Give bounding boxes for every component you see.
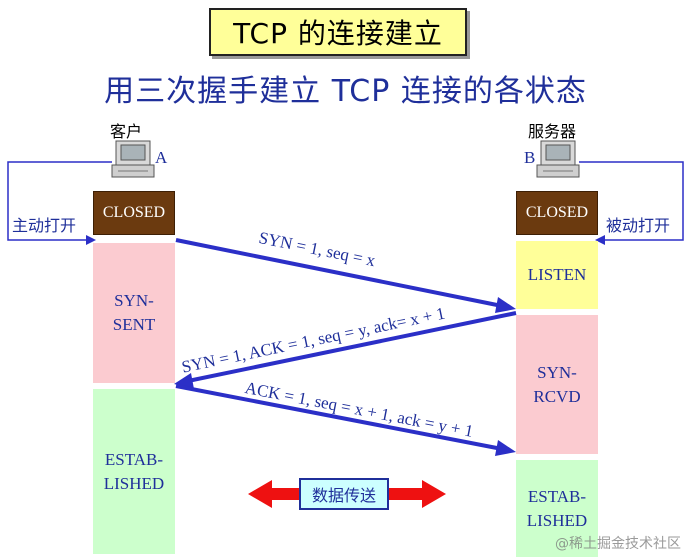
client-active-open-label: 主动打开 [12,216,77,235]
server-state-listen: LISTEN [516,241,598,309]
client-label: 客户 [110,122,143,141]
data-transfer-label: 数据传送 [299,478,389,510]
server-state-syn-rcvd: SYN- RCVD [516,315,598,454]
server-label: 服务器 [528,122,577,141]
ack-arrow [175,384,516,456]
server-state-established: ESTAB- LISHED [516,460,598,557]
data-transfer-arrow [248,480,446,508]
client-active-open-arrow [7,161,112,245]
diagram-subtitle: 用三次握手建立 TCP 连接的各状态 [104,74,587,109]
server-state-closed: CLOSED [516,191,598,235]
watermark-text: @稀土掘金技术社区 [555,536,681,552]
syn-arrow [175,238,516,313]
server-node-letter: B [524,148,536,167]
server-passive-open-label: 被动打开 [606,216,671,235]
server-passive-open-arrow [579,161,684,245]
client-state-syn-sent: SYN- SENT [93,243,175,383]
server-computer-icon [536,140,580,178]
client-state-closed: CLOSED [93,191,175,235]
client-computer-icon [111,140,155,178]
client-node-letter: A [155,148,168,167]
diagram-title: TCP 的连接建立 [209,8,467,56]
client-state-established: ESTAB- LISHED [93,389,175,554]
